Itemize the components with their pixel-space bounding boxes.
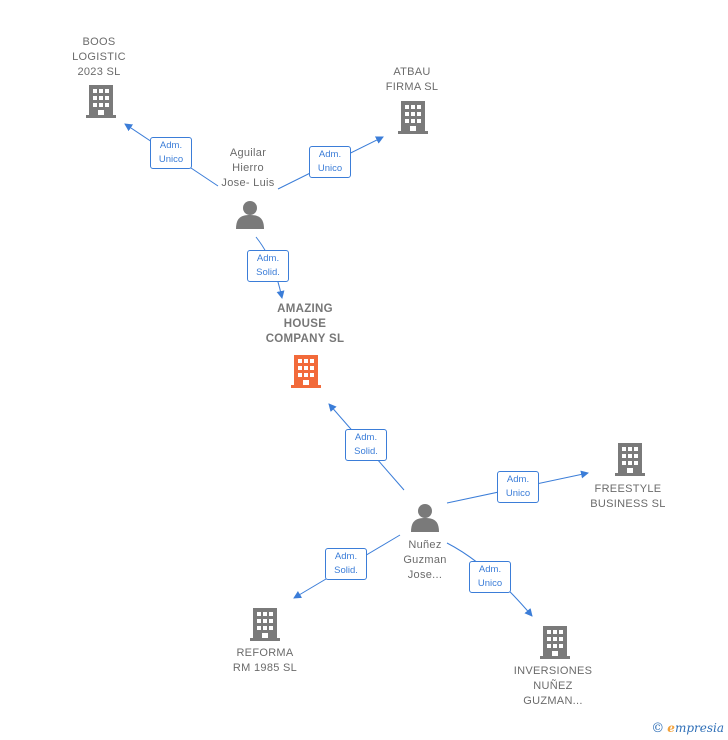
reforma-building-icon [250,608,280,641]
copyright-icon: © [651,721,665,736]
edge-label-text: Adm. Unico [158,140,184,165]
edge-label-aguilar-amazing: Adm. Solid. [247,250,289,282]
nunez-person-icon [411,504,439,532]
node-atbau-label[interactable]: ATBAU FIRMA SL [385,66,439,93]
node-amazing-label[interactable]: AMAZING HOUSE COMPANY SL [265,303,345,345]
edge-label-text: Adm. Solid. [354,432,378,457]
node-inversiones-label[interactable]: INVERSIONES NUÑEZ GUZMAN... [513,665,593,707]
node-nunez-label[interactable]: Nuñez Guzman Jose... [403,539,447,581]
edge-label-aguilar-atbau: Adm. Unico [309,146,351,178]
inversiones-building-icon [540,626,570,659]
edge-label-text: Adm. Unico [317,149,343,174]
edge-label-text: Adm. Solid. [334,551,358,576]
edge-label-text: Adm. Solid. [256,253,280,278]
edge-label-nunez-reforma: Adm. Solid. [325,548,367,580]
aguilar-person-icon [236,201,264,229]
empresia-logo[interactable]: ©empresia [651,721,724,736]
edge-label-nunez-inversiones: Adm. Unico [469,561,511,593]
atbau-building-icon [398,101,428,134]
edge-label-nunez-freestyle: Adm. Unico [497,471,539,503]
freestyle-building-icon [615,443,645,476]
brand-initial: e [667,721,675,735]
boos-building-icon [86,85,116,118]
node-freestyle-label[interactable]: FREESTYLE BUSINESS SL [590,483,666,510]
edge-label-text: Adm. Unico [505,474,531,499]
amazing-building-icon [291,355,321,388]
edge-label-aguilar-boos: Adm. Unico [150,137,192,169]
node-boos-label[interactable]: BOOS LOGISTIC 2023 SL [72,36,126,78]
node-aguilar-label[interactable]: Aguilar Hierro Jose- Luis [221,147,275,189]
node-reforma-label[interactable]: REFORMA RM 1985 SL [232,647,298,674]
edge-label-text: Adm. Unico [477,564,503,589]
edge-label-nunez-amazing: Adm. Solid. [345,429,387,461]
brand-name: mpresia [674,721,724,735]
